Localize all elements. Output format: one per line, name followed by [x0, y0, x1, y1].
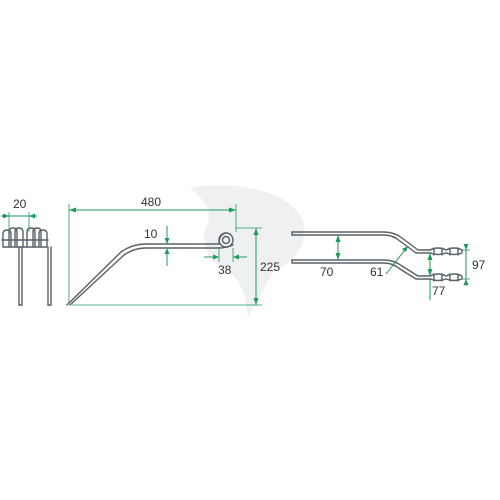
dimension-inner-spacing: 70: [320, 235, 341, 279]
dimension-spring-width: 20: [1, 197, 37, 232]
overall-length-label: 480: [141, 195, 161, 209]
dimension-angle: 61: [370, 245, 409, 279]
dimension-offset: 10: [144, 226, 170, 266]
coil-width-label: 97: [472, 258, 486, 272]
dimension-overall-length: 480: [68, 195, 237, 303]
dimension-height: 225: [72, 227, 280, 306]
top-view: 70 61 77 97: [291, 231, 486, 300]
side-tine: [66, 232, 234, 306]
offset-label: 10: [144, 227, 158, 241]
inner-spacing-label: 70: [320, 265, 334, 279]
angle-label: 61: [370, 265, 384, 279]
top-tine-lower: [291, 259, 431, 280]
front-legs: [18, 246, 52, 306]
side-view: 480 10 38 225: [66, 195, 280, 306]
height-label: 225: [260, 260, 280, 274]
dimension-coil-diameter: 38: [204, 248, 247, 277]
dimension-leg-spacing: 77: [427, 253, 446, 300]
coil-diameter-label: 38: [218, 263, 232, 277]
watermark-logo: [190, 185, 305, 318]
leg-spacing-label: 77: [432, 284, 446, 298]
top-coils: [429, 247, 463, 282]
spring-width-label: 20: [13, 197, 27, 211]
dimension-coil-width: 97: [462, 244, 486, 286]
top-tine-upper: [291, 231, 431, 254]
side-coil-inner: [221, 235, 231, 245]
front-view: 20: [1, 197, 52, 306]
